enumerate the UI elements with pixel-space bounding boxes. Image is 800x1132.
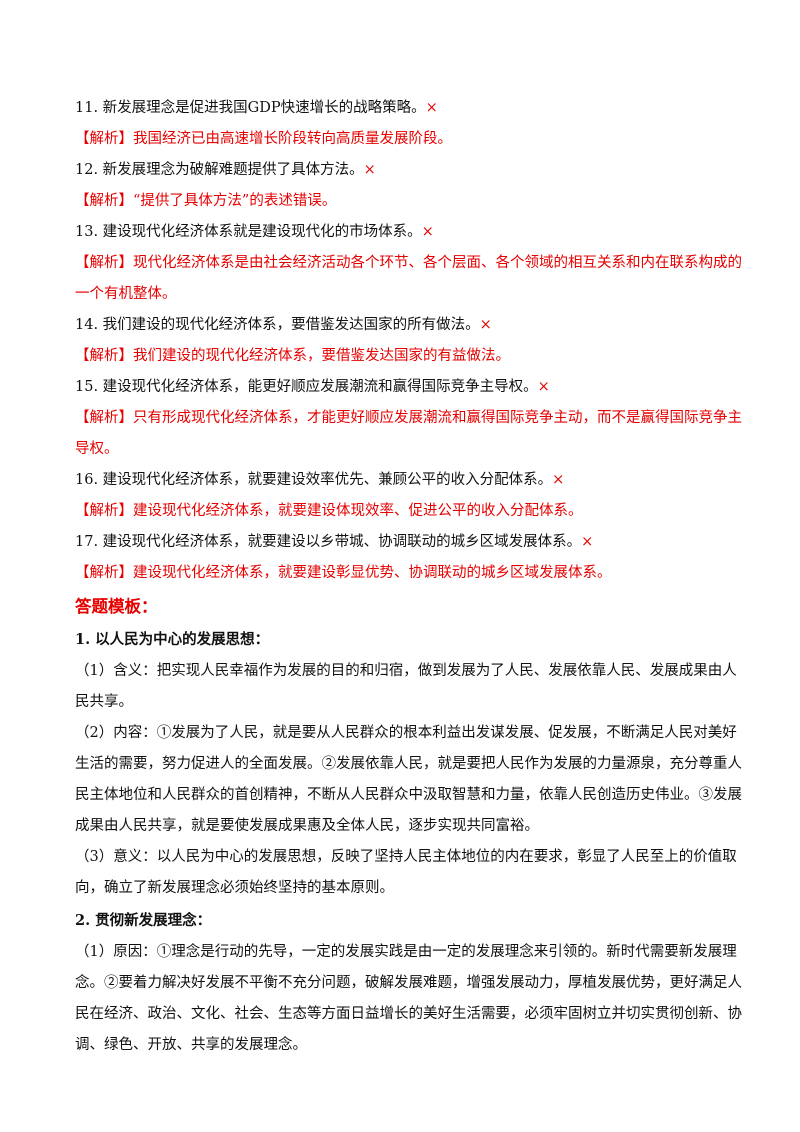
- question-14: 14. 我们建设的现代化经济体系，要借鉴发达国家的所有做法。×: [75, 310, 725, 341]
- question-13: 13. 建设现代化经济体系就是建设现代化的市场体系。×: [75, 217, 725, 248]
- wrong-mark: ×: [479, 317, 492, 333]
- question-17: 17. 建设现代化经济体系，就要建设以乡带城、协调联动的城乡区域发展体系。×: [75, 527, 725, 558]
- paragraph-line: （3）意义：以人民为中心的发展思想，反映了坚持人民主体地位的内在要求，彰显了人民…: [75, 849, 737, 865]
- analysis-17: 【解析】建设现代化经济体系，就要建设彰显优势、协调联动的城乡区域发展体系。: [75, 565, 612, 581]
- wrong-mark: ×: [425, 100, 438, 116]
- section-1-title: 1. 以人民为中心的发展思想：: [75, 631, 270, 648]
- wrong-mark: ×: [537, 379, 550, 395]
- section-1-content: （2）内容：①发展为了人民，就是要从人民群众的根本利益出发谋发展、促发展，不断满…: [75, 718, 742, 842]
- question-text: 13. 建设现代化经济体系就是建设现代化的市场体系。: [75, 224, 422, 240]
- analysis-11: 【解析】我国经济已由高速增长阶段转向高质量发展阶段。: [75, 131, 452, 147]
- paragraph-line: （1）原因：①理念是行动的先导，一定的发展实践是由一定的发展理念来引领的。新时代…: [75, 944, 737, 960]
- paragraph-line: 民共享。: [75, 694, 133, 710]
- wrong-mark: ×: [552, 472, 565, 488]
- question-12: 12. 新发展理念为破解难题提供了具体方法。×: [75, 155, 725, 186]
- section-1-significance: （3）意义：以人民为中心的发展思想，反映了坚持人民主体地位的内在要求，彰显了人民…: [75, 842, 737, 904]
- paragraph-line: 民主体地位和人民群众的首创精神，不断从人民群众中汲取智慧和力量，依靠人民创造历史…: [75, 787, 742, 803]
- paragraph-line: 念。②要着力解决好发展不平衡不充分问题，破解发展难题，增强发展动力，厚植发展优势…: [75, 975, 742, 991]
- question-11: 11. 新发展理念是促进我国GDP快速增长的战略策略。×: [75, 93, 725, 124]
- question-list: 11. 新发展理念是促进我国GDP快速增长的战略策略。× 【解析】我国经济已由高…: [75, 93, 742, 589]
- analysis-12: 【解析】“提供了具体方法”的表述错误。: [75, 193, 337, 209]
- wrong-mark: ×: [363, 162, 376, 178]
- analysis-13-line-2: 一个有机整体。: [75, 286, 177, 302]
- paragraph-line: 民在经济、政治、文化、社会、生态等方面日益增长的美好生活需要，必须牢固树立并切实…: [75, 1006, 742, 1022]
- wrong-mark: ×: [421, 224, 434, 240]
- paragraph-line: （2）内容：①发展为了人民，就是要从人民群众的根本利益出发谋发展、促发展，不断满…: [75, 725, 737, 741]
- analysis-16: 【解析】建设现代化经济体系，就要建设体现效率、促进公平的收入分配体系。: [75, 503, 583, 519]
- question-15: 15. 建设现代化经济体系，能更好顺应发展潮流和赢得国际竞争主导权。×: [75, 372, 725, 403]
- question-text: 11. 新发展理念是促进我国GDP快速增长的战略策略。: [75, 100, 426, 116]
- wrong-mark: ×: [581, 534, 594, 550]
- answer-template-heading: 答题模板：: [75, 597, 158, 616]
- question-text: 16. 建设现代化经济体系，就要建设效率优先、兼顾公平的收入分配体系。: [75, 472, 553, 488]
- section-2-title: 2. 贯彻新发展理念：: [75, 912, 212, 929]
- section-1-meaning: （1）含义：把实现人民幸福作为发展的目的和归宿，做到发展为了人民、发展依靠人民、…: [75, 656, 737, 718]
- document-content: 11. 新发展理念是促进我国GDP快速增长的战略策略。× 【解析】我国经济已由高…: [75, 93, 742, 1061]
- analysis-15-line-1: 【解析】只有形成现代化经济体系，才能更好顺应发展潮流和赢得国际竞争主动，而不是赢…: [75, 410, 742, 426]
- analysis-13-line-1: 【解析】现代化经济体系是由社会经济活动各个环节、各个层面、各个领域的相互关系和内…: [75, 255, 742, 271]
- question-text: 12. 新发展理念为破解难题提供了具体方法。: [75, 162, 364, 178]
- paragraph-line: 向，确立了新发展理念必须始终坚持的基本原则。: [75, 880, 394, 896]
- question-16: 16. 建设现代化经济体系，就要建设效率优先、兼顾公平的收入分配体系。×: [75, 465, 725, 496]
- paragraph-line: 成果由人民共享，就是要使发展成果惠及全体人民，逐步实现共同富裕。: [75, 818, 539, 834]
- analysis-14: 【解析】我们建设的现代化经济体系，要借鉴发达国家的有益做法。: [75, 348, 510, 364]
- question-text: 17. 建设现代化经济体系，就要建设以乡带城、协调联动的城乡区域发展体系。: [75, 534, 582, 550]
- question-text: 14. 我们建设的现代化经济体系，要借鉴发达国家的所有做法。: [75, 317, 480, 333]
- section-2-reason: （1）原因：①理念是行动的先导，一定的发展实践是由一定的发展理念来引领的。新时代…: [75, 937, 742, 1061]
- analysis-15-line-2: 导权。: [75, 441, 119, 457]
- paragraph-line: 生活的需要，努力促进人的全面发展。②发展依靠人民，就是要把人民作为发展的力量源泉…: [75, 756, 742, 772]
- paragraph-line: （1）含义：把实现人民幸福作为发展的目的和归宿，做到发展为了人民、发展依靠人民、…: [75, 663, 737, 679]
- paragraph-line: 调、绿色、开放、共享的发展理念。: [75, 1037, 307, 1053]
- question-text: 15. 建设现代化经济体系，能更好顺应发展潮流和赢得国际竞争主导权。: [75, 379, 538, 395]
